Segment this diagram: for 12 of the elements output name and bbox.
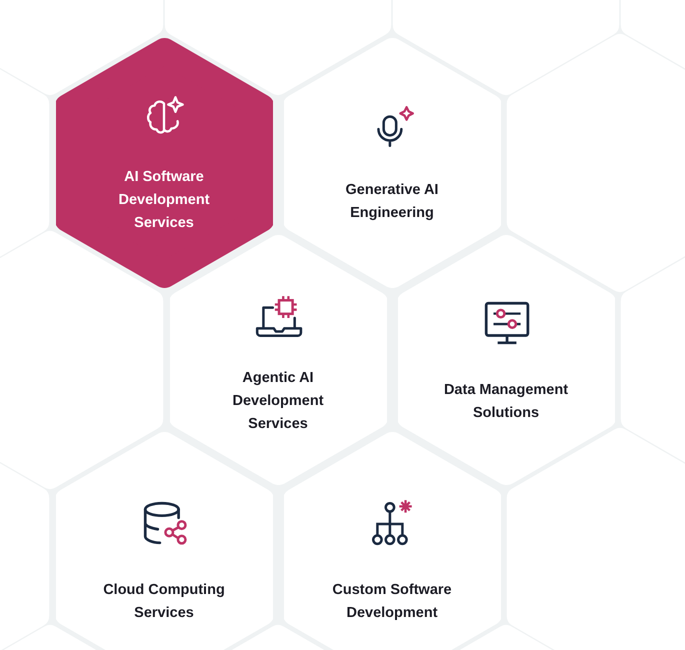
hexagon-card bbox=[398, 235, 614, 485]
service-title: Cloud Computing Services bbox=[102, 581, 226, 623]
service-title: AI Software Development Services bbox=[117, 168, 211, 233]
hexagon-card bbox=[284, 38, 500, 288]
service-title: Data Management Solutions bbox=[442, 381, 570, 423]
hexagon-card bbox=[56, 432, 272, 650]
hexagon-card bbox=[170, 235, 386, 485]
service-title: Custom Software Development bbox=[331, 581, 453, 623]
hexagon-card bbox=[56, 38, 272, 288]
hexagon-card bbox=[284, 432, 500, 650]
service-title: Generative AI Engineering bbox=[344, 181, 440, 223]
service-title: Agentic AI Development Services bbox=[231, 369, 325, 434]
